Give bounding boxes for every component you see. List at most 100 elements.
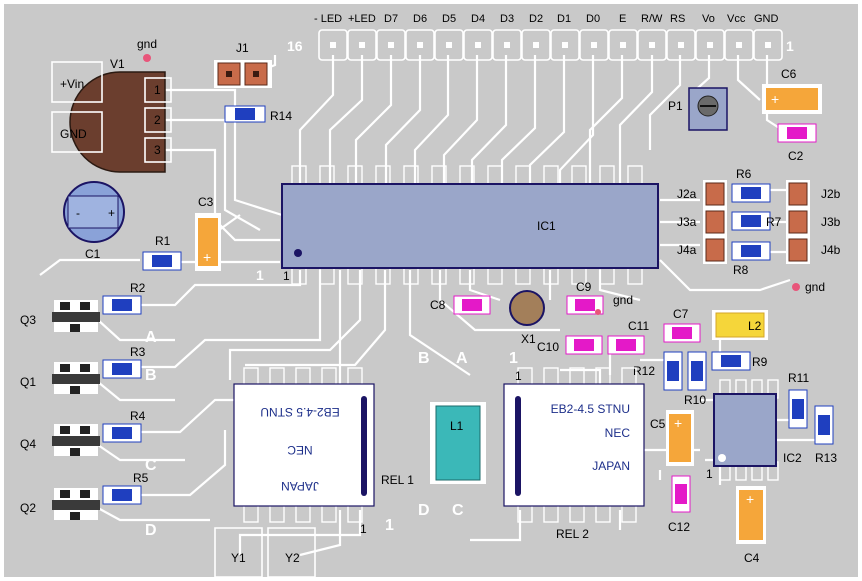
lcd-drill — [620, 42, 626, 48]
rel2-stripe — [515, 396, 521, 496]
r5-film — [112, 489, 132, 501]
jumper-j1: J1 — [214, 41, 272, 88]
lcd-pad-6 — [608, 29, 638, 61]
q2-lead — [80, 490, 90, 498]
ic1-pin1-label: 1 — [283, 269, 290, 283]
relay-rel2: EB2-4.5 STNU NEC JAPAN REL 2 1 — [503, 367, 645, 541]
lcd-label-vcc: Vcc — [727, 13, 746, 25]
l1-body — [435, 405, 481, 481]
x1-crystal — [509, 290, 545, 326]
trimmer-p1: P1 — [668, 87, 728, 131]
r14-ref: R14 — [270, 109, 292, 123]
gnd-test-label-right: gnd — [805, 280, 825, 294]
q4-body — [52, 436, 100, 446]
c10-ref: C10 — [537, 340, 559, 354]
ic2-pin1-dot — [718, 454, 726, 462]
j2a-ref: J2a — [677, 187, 697, 201]
c10-film — [574, 339, 594, 351]
c2-ref: C2 — [788, 149, 804, 163]
r11-film — [792, 399, 804, 419]
lcd-drill — [330, 42, 336, 48]
transistor-drivers: Q3 R2 Q1 R3 Q4 R4 Q2 R5 — [20, 281, 149, 520]
letter-c-mid: C — [452, 502, 464, 519]
j1-drill — [226, 71, 232, 77]
q2-ref: Q2 — [20, 501, 36, 515]
resistors-r6-r8: R6 R7 R8 — [731, 167, 782, 277]
ic1-body — [281, 183, 659, 269]
rel1-line-model: EB2-4.5 STNU — [260, 405, 339, 419]
c9-ref: C9 — [576, 280, 592, 294]
ic2-body — [713, 393, 777, 467]
jumpers-j2-j4: J2a J3a J4a J2b J3b J4b — [677, 180, 841, 264]
c5-body — [669, 414, 691, 462]
l1-ref: L1 — [450, 419, 464, 433]
j4b-pad — [788, 238, 808, 262]
q1-lead — [80, 364, 90, 372]
q3-ref: Q3 — [20, 313, 36, 327]
letter-c-left: C — [145, 457, 157, 474]
lcd-label-d4: D4 — [471, 13, 485, 25]
ic1-ref: IC1 — [537, 219, 556, 233]
letter-d-left: D — [145, 522, 157, 539]
r13-ref: R13 — [815, 451, 837, 465]
q4-lead — [80, 426, 90, 434]
lcd-drill — [475, 42, 481, 48]
r7-film — [741, 215, 761, 227]
c8-film — [462, 299, 482, 311]
lcd-drill — [359, 42, 365, 48]
lcd-drill — [707, 42, 713, 48]
c12-ref: C12 — [668, 520, 690, 534]
q1-lead — [70, 386, 80, 394]
letter-b-left: B — [145, 367, 157, 384]
capacitor-c2: C2 — [777, 123, 817, 163]
r8-ref: R8 — [733, 263, 749, 277]
lcd-pad-9 — [521, 29, 551, 61]
j3b-ref: J3b — [821, 215, 841, 229]
gnd-test-point — [143, 54, 151, 62]
gnd-pad — [51, 111, 103, 153]
regulator-pin-1: 1 — [154, 83, 161, 97]
r2-film — [112, 299, 132, 311]
j3b-pad — [788, 210, 808, 234]
gnd-test-label: gnd — [137, 37, 157, 51]
lcd-drill — [765, 42, 771, 48]
lcd-label-d2: D2 — [529, 13, 543, 25]
rel2-line-japan: JAPAN — [592, 459, 630, 473]
letter-a-left: A — [145, 329, 157, 346]
regulator-pin-2: 2 — [154, 113, 161, 127]
rel1-body — [233, 383, 375, 507]
r12-film — [667, 361, 679, 381]
q2-lead — [60, 490, 70, 498]
capacitors-bottom-right: + C5 C12 + C4 — [650, 410, 766, 565]
p1-ref: P1 — [668, 99, 683, 113]
lcd-pad-13 — [405, 29, 435, 61]
lcd-label-d6: D6 — [413, 13, 427, 25]
j1-drill — [253, 71, 259, 77]
rel1-pin1-label: 1 — [360, 522, 367, 536]
regulator-body — [69, 71, 166, 173]
c7-film — [672, 327, 692, 339]
oscillator-section: C8 X1 C9 gnd — [430, 280, 633, 346]
j4a-ref: J4a — [677, 243, 697, 257]
j2b-ref: J2b — [821, 187, 841, 201]
c3-body — [198, 218, 218, 266]
q4-lead — [70, 448, 80, 456]
resistor-r1: R1 — [142, 234, 182, 271]
lcd-drill — [736, 42, 742, 48]
c5-ref: C5 — [650, 417, 666, 431]
q1-body — [52, 374, 100, 384]
rel2-line-model: EB2-4.5 STNU — [551, 402, 630, 416]
lcd-drill — [388, 42, 394, 48]
r4-film — [112, 427, 132, 439]
letter-d-mid: D — [418, 502, 430, 519]
lcd-drill — [504, 42, 510, 48]
c9-film — [575, 299, 595, 311]
lcd-pad-1 — [753, 29, 783, 61]
r10-ref: R10 — [684, 393, 706, 407]
l2-ref: L2 — [748, 319, 762, 333]
lcd-pad-5 — [637, 29, 667, 61]
capacitor-c6: + C6 — [762, 67, 822, 114]
ic1: IC1 1 1 — [256, 165, 659, 285]
j2a-pad — [705, 182, 725, 206]
